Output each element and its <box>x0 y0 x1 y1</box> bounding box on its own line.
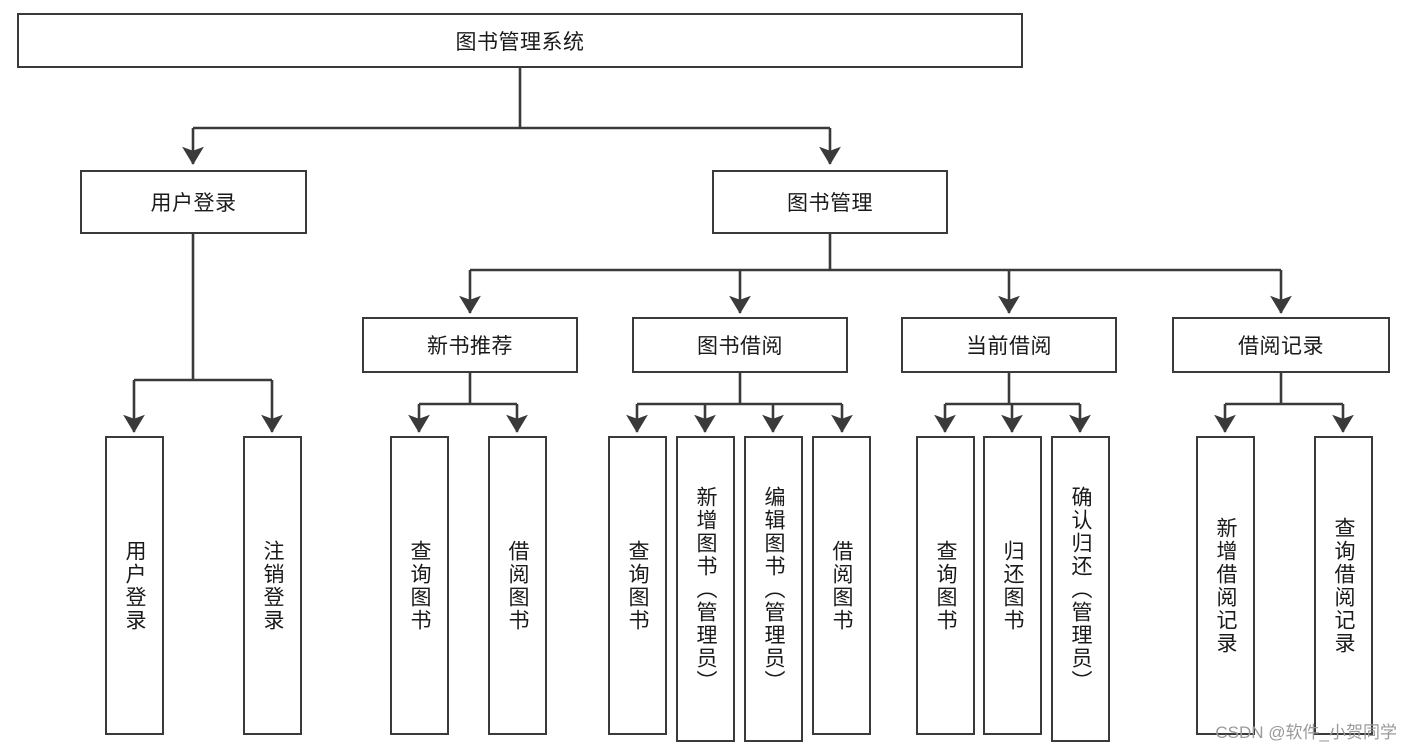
leaf-user-logout[interactable]: 注销登录 <box>243 436 302 735</box>
leaf-borrow-borrow-book[interactable]: 借阅图书 <box>812 436 871 735</box>
leaf-current-query-book[interactable]: 查询图书 <box>916 436 975 735</box>
leaf-borrow-edit-book-admin[interactable]: 编辑图书（管理员） <box>744 436 803 742</box>
leaf-newbook-query-book[interactable]: 查询图书 <box>390 436 449 735</box>
node-current-borrow[interactable]: 当前借阅 <box>901 317 1117 373</box>
node-user-login[interactable]: 用户登录 <box>80 170 307 234</box>
edges-records-to-leaves <box>1214 373 1354 433</box>
node-label: 注销登录 <box>261 539 284 632</box>
node-label: 新增借阅记录 <box>1214 516 1237 655</box>
node-label: 确认归还（管理员） <box>1069 485 1092 693</box>
node-label: 图书借阅 <box>697 335 783 358</box>
node-label: 查询图书 <box>934 539 957 632</box>
leaf-user-login[interactable]: 用户登录 <box>105 436 164 735</box>
leaf-borrow-add-book-admin[interactable]: 新增图书（管理员） <box>676 436 735 742</box>
node-label: 查询借阅记录 <box>1332 516 1355 655</box>
edges-borrow-to-leaves <box>626 373 853 433</box>
edges-newbook-to-leaves <box>408 373 528 433</box>
node-label: 归还图书 <box>1001 539 1024 632</box>
node-label: 新书推荐 <box>427 335 513 358</box>
node-label: 图书管理系统 <box>455 30 585 54</box>
node-label: 当前借阅 <box>966 335 1052 358</box>
node-label: 编辑图书（管理员） <box>762 485 785 693</box>
node-label: 查询图书 <box>408 539 431 632</box>
node-root-system[interactable]: 图书管理系统 <box>17 13 1023 68</box>
edges-current-to-leaves <box>934 373 1091 433</box>
node-borrow-records[interactable]: 借阅记录 <box>1172 317 1390 373</box>
node-label: 图书管理 <box>787 192 873 215</box>
node-label: 借阅图书 <box>830 539 853 632</box>
node-label: 查询图书 <box>626 539 649 632</box>
node-book-borrow[interactable]: 图书借阅 <box>632 317 848 373</box>
leaf-records-query-record[interactable]: 查询借阅记录 <box>1314 436 1373 735</box>
leaf-records-add-record[interactable]: 新增借阅记录 <box>1196 436 1255 735</box>
node-book-management[interactable]: 图书管理 <box>712 170 948 234</box>
edges-bookmgmt-to-level2 <box>459 234 1292 314</box>
edges-userlogin-to-leaves <box>123 234 283 433</box>
node-label: 用户登录 <box>150 192 237 215</box>
node-label: 新增图书（管理员） <box>694 485 717 693</box>
leaf-borrow-query-book[interactable]: 查询图书 <box>608 436 667 735</box>
leaf-current-confirm-return-admin[interactable]: 确认归还（管理员） <box>1051 436 1110 742</box>
leaf-current-return-book[interactable]: 归还图书 <box>983 436 1042 735</box>
leaf-newbook-borrow-book[interactable]: 借阅图书 <box>488 436 547 735</box>
node-label: 借阅图书 <box>506 539 529 632</box>
edges-root-to-level1 <box>182 68 841 165</box>
node-new-book-recommend[interactable]: 新书推荐 <box>362 317 578 373</box>
node-label: 用户登录 <box>123 539 146 632</box>
node-label: 借阅记录 <box>1238 335 1324 358</box>
